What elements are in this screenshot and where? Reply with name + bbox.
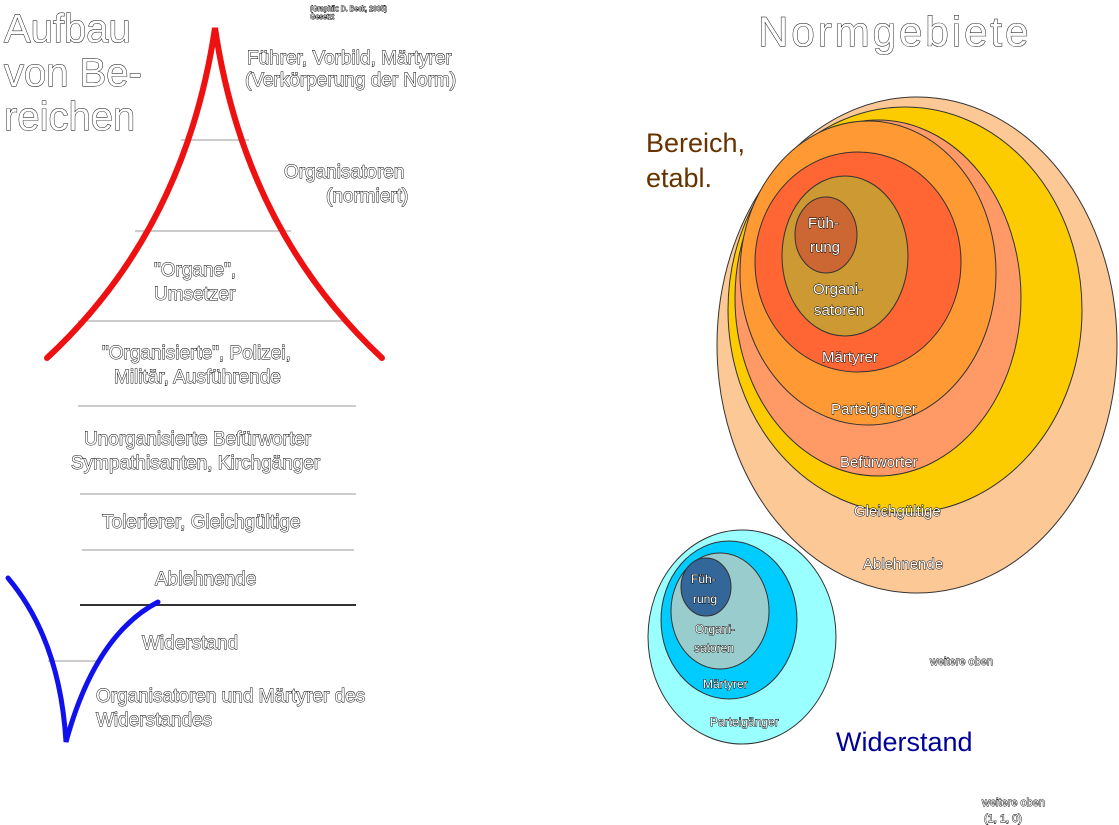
pyramid-label-organized-2: Militär, Ausführende (114, 367, 281, 388)
ring-label-fuehrung-1: Füh- (808, 215, 839, 232)
pyramid-label-organs-2: Umsetzer (154, 284, 236, 305)
res-label-organisatoren-1: Organi- (695, 622, 735, 636)
tiny-note-line-1: (Graphik: D. Beck, 2005) (310, 6, 387, 13)
faint-label-1: weitere oben (929, 656, 993, 668)
ring-label-maertyrer: Märtyrer (822, 349, 878, 366)
res-label-maertyrer: Märtyrer (703, 677, 748, 691)
res-ring-fuehrung (680, 557, 732, 617)
base-label-tolerant: Tolerierer, Gleichgültige (102, 512, 301, 533)
left-diagram: Aufbau von Be- reichen (Graphik: D. Beck… (4, 6, 457, 743)
base-label-rejecting: Ablehnende (155, 569, 256, 590)
faint-label-2: weitere oben (981, 797, 1045, 809)
ring-fuehrung (794, 196, 858, 274)
left-title-line-2: von Be- (4, 51, 142, 95)
left-title-line-3: reichen (4, 95, 135, 139)
corner-note: (1, 1, 0) (984, 813, 1022, 825)
ring-label-fuehrung-2: rung (810, 239, 840, 256)
resistance-curve (5, 575, 161, 743)
res-label-fuehrung-1: Füh- (691, 572, 716, 586)
res-label-organisatoren-2: satoren (694, 641, 734, 655)
tiny-note-line-2: Gesetzt (310, 14, 334, 21)
right-title: Normgebiete (758, 8, 1031, 55)
left-title-line-1: Aufbau (4, 7, 131, 51)
pyramid-label-organized-1: "Organisierte", Polizei, (102, 343, 291, 364)
ring-label-organisatoren-1: Organi- (813, 281, 863, 298)
main-area-label-line-2: etabl. (646, 163, 712, 193)
pyramid-label-organizers-2: (normiert) (326, 186, 408, 207)
resistance-rings (647, 529, 837, 745)
ring-label-organisatoren-2: satoren (814, 302, 864, 319)
base-label-supporters-2: Sympathisanten, Kirchgänger (71, 453, 321, 474)
ring-label-parteigaenger: Parteigänger (831, 401, 917, 418)
res-label-fuehrung-2: rung (693, 592, 717, 606)
pyramid-curve (44, 27, 385, 361)
main-rings (716, 96, 1118, 594)
pyramid-label-organs-1: "Organe", (154, 260, 236, 281)
base-label-supporters-1: Unorganisierte Befürworter (84, 429, 312, 450)
resistance-organizers-label-1: Organisatoren und Märtyrer des (96, 686, 365, 707)
ring-label-ablehnende: Ablehnende (863, 556, 943, 573)
ring-label-gleichgueltige: Gleichgültige (854, 503, 941, 520)
res-label-parteigaenger: Parteigänger (710, 715, 779, 729)
pyramid-label-leader-2: (Verkörperung der Norm) (245, 70, 456, 91)
resistance-label: Widerstand (142, 633, 238, 654)
pyramid-dividers (48, 139, 356, 662)
resistance-area-label: Widerstand (836, 727, 973, 757)
pyramid-label-leader-1: Führer, Vorbild, Märtyrer (247, 48, 453, 69)
pyramid-label-organizers-1: Organisatoren (284, 162, 404, 183)
ring-label-befuerworter: Befürworter (840, 454, 918, 471)
right-diagram: Normgebiete Bereich, etabl. Ablehnende G… (646, 8, 1118, 825)
resistance-organizers-label-2: Widerstandes (96, 710, 212, 731)
main-area-label-line-1: Bereich, (646, 128, 745, 158)
